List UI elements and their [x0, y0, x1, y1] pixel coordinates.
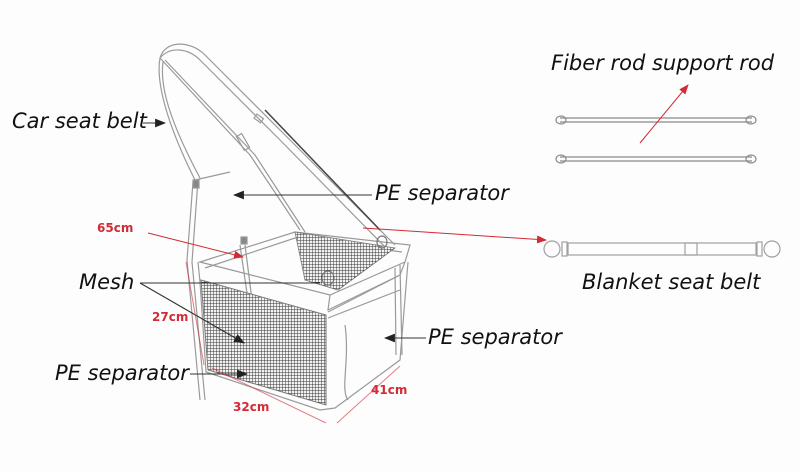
label-car-seat-belt: Car seat belt	[12, 109, 147, 133]
fiber-rods	[555, 115, 757, 164]
dimension-lines	[147, 84, 689, 424]
pointer-lines	[139, 118, 426, 379]
label-mesh: Mesh	[79, 270, 135, 294]
box-body	[197, 261, 409, 411]
label-pe-separator-bottom: PE separator	[55, 361, 189, 385]
label-pe-separator-right: PE separator	[428, 325, 562, 349]
dimension-depth: 41cm	[371, 383, 408, 397]
dimension-length: 65cm	[97, 221, 134, 235]
blanket-belt	[543, 240, 781, 258]
front-mesh-panel	[200, 279, 327, 406]
label-blanket-seat-belt: Blanket seat belt	[582, 270, 761, 294]
back-frame	[186, 171, 248, 401]
label-pe-separator-top: PE separator	[375, 181, 509, 205]
tether-rod	[264, 109, 381, 231]
dimension-height: 27cm	[152, 310, 189, 324]
back-mesh-panel	[294, 231, 397, 291]
buckle	[321, 235, 388, 286]
dimension-width: 32cm	[233, 400, 270, 414]
label-fiber-rod: Fiber rod support rod	[551, 51, 775, 75]
car-seat-belt-strap	[158, 43, 396, 251]
